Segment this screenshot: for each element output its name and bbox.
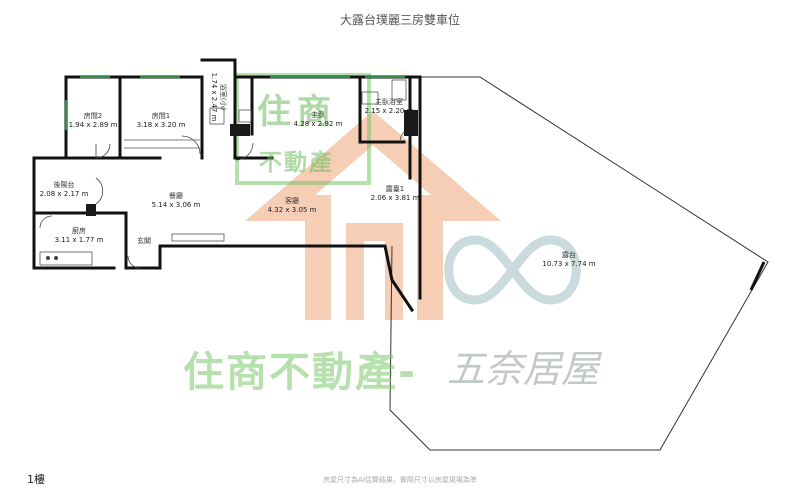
watermark-badge-top-text: 住商 [257, 92, 337, 132]
structural-columns [86, 110, 418, 216]
room-name: 客廳 [285, 197, 299, 205]
watermark-brand-text: 住商不動產- [183, 348, 418, 396]
room-label-living: 客廳 4.32 x 3.05 m [268, 197, 317, 215]
floor-label: 1樓 [27, 473, 45, 486]
watermark-script-text: 五奈居屋 [447, 347, 600, 391]
room-name: 後陽台 [53, 181, 75, 189]
room-dimensions: 3.11 x 1.77 m [54, 236, 104, 244]
room-name: 主臥浴室 [375, 98, 403, 106]
room-label-bedroom-2: 房間2 1.94 x 2.89 m [69, 112, 118, 130]
room-dimensions: 2.15 x 2.20 m [364, 107, 414, 115]
room-dimensions: 4.28 x 2.92 m [293, 120, 343, 128]
room-dimensions: 4.32 x 3.05 m [267, 206, 317, 214]
room-name: 露臺1 [385, 185, 405, 193]
room-label-small-bath: 浴室(小) 1.74 x 2.47 m [209, 73, 227, 122]
room-name: 露台 [561, 251, 576, 259]
room-label-dining: 餐廳 5.14 x 3.06 m [152, 192, 201, 210]
windows [65, 76, 405, 130]
terrace-wall-right [749, 261, 766, 291]
room-label-master-bath: 主臥浴室 2.15 x 2.20 m [365, 98, 414, 116]
room-label-bedroom-1: 房間1 3.18 x 3.20 m [137, 112, 186, 130]
room-label-back-balcony: 後陽台 2.08 x 2.17 m [40, 181, 89, 199]
room-name: 玄關 [137, 237, 151, 245]
room-label-master-bedroom: 主臥 4.28 x 2.92 m [294, 111, 343, 129]
room-dimensions: 10.73 x 7.74 m [542, 260, 596, 268]
room-name: 餐廳 [169, 192, 183, 200]
room-name: 房間2 [83, 112, 103, 120]
watermark-infinity-logo [444, 235, 581, 305]
room-dimensions: 1.74 x 2.47 m [210, 72, 218, 122]
watermark-badge-bottom-text: 不動產 [259, 150, 334, 176]
room-name: 廚房 [72, 227, 86, 235]
room-dimensions: 5.14 x 3.06 m [151, 201, 201, 209]
terrace-outline [389, 76, 769, 451]
room-label-terrace: 露台 10.73 x 7.74 m [542, 251, 595, 269]
room-dimensions: 2.06 x 3.81 m [370, 194, 420, 202]
room-dimensions: 1.94 x 2.89 m [68, 121, 118, 129]
room-label-balcony-1: 露臺1 2.06 x 3.81 m [371, 185, 420, 203]
room-dimensions: 2.08 x 2.17 m [39, 190, 89, 198]
fixtures [39, 79, 407, 266]
room-label-kitchen: 廚房 3.11 x 1.77 m [55, 227, 104, 245]
room-label-entrance: 玄關 [137, 237, 151, 246]
room-name: 主臥 [311, 111, 325, 119]
room-dimensions: 3.18 x 3.20 m [136, 121, 186, 129]
watermark-house-logo [244, 110, 502, 320]
disclaimer-footnote: 房屋尺寸為AI估算結果，實際尺寸以房屋現場為準 [323, 476, 477, 484]
room-name: 浴室(小) [219, 83, 227, 111]
room-name: 房間1 [151, 112, 171, 120]
floor-plan-title: 大露台璞麗三房雙車位 [339, 13, 460, 27]
stove-burners [46, 256, 58, 260]
